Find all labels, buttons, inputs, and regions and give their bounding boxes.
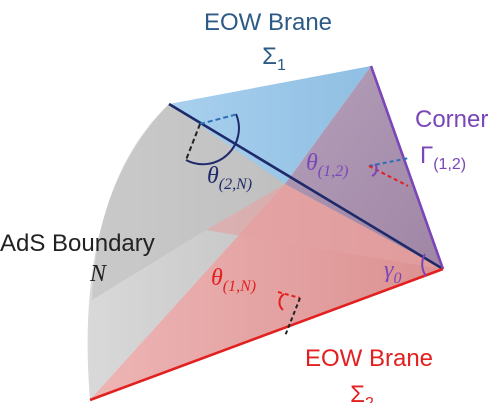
theta-1n-arc [278,293,285,311]
red-middle-region [206,184,443,269]
navy-diagonal-edge [168,102,444,271]
theta-12-arc [371,163,378,177]
sigma1-label: Σ1 [262,43,286,74]
theta-1n-dash-red [277,291,301,299]
gamma0-arc [421,253,427,277]
sigma2-bottom-edge [89,267,444,402]
sigma2-label: Σ2 [350,381,374,403]
ads-boundary-edge-shade [92,104,285,300]
theta-12-label: θ(1,2) [306,150,348,180]
corner-label: Corner [415,106,488,133]
ads-boundary-n-label: N [89,261,108,287]
corner-gamma-line [369,65,445,270]
theta-2n-dash-black [185,123,201,161]
corner-wedge-surface [285,66,443,269]
theta-12-dash-red [368,165,409,187]
eow-brane-sigma1-surface [169,66,371,184]
theta-2n-dash-blue [199,113,239,125]
eow-brane-bottom-label: EOW Brane [305,345,433,372]
gamma-12-label: Γ(1,2) [420,142,466,173]
theta-2n-arc [185,113,240,166]
theta-2n-label: θ(2,N) [207,163,252,193]
eow-brane-top-label: EOW Brane [204,9,332,36]
ads-boundary-label: AdS Boundary [0,230,155,257]
gamma0-label: γ0 [384,257,401,287]
theta-1n-label: θ(1,N) [211,265,256,295]
